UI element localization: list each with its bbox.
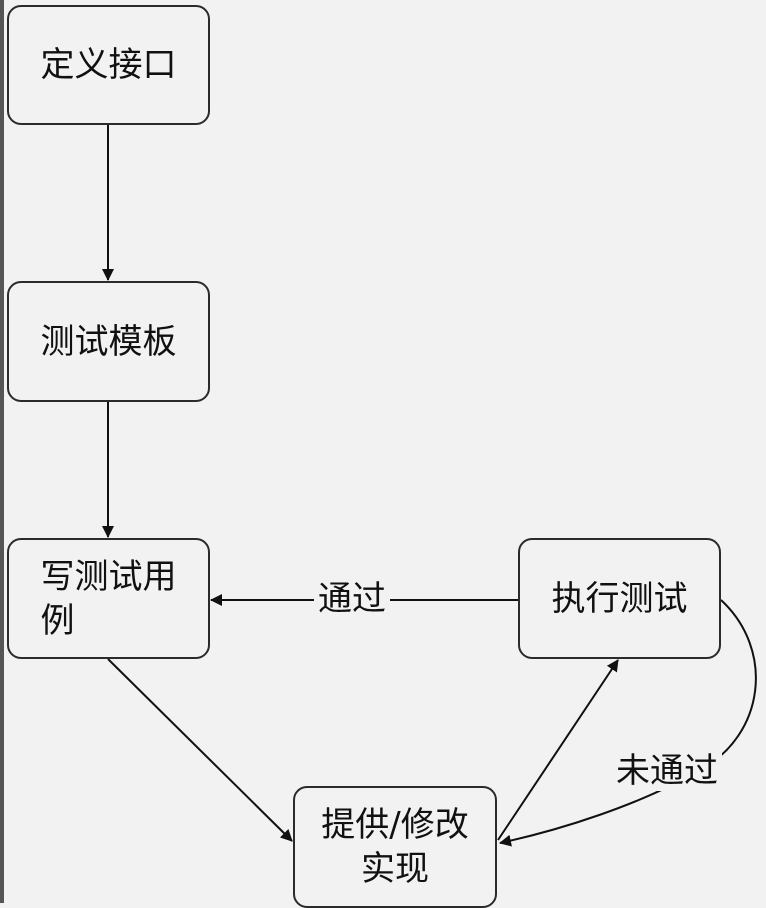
node-test-template: 测试模板 — [7, 281, 210, 402]
left-border — [0, 0, 4, 903]
edge-label-fail: 未通过 — [612, 751, 722, 791]
edge-write-to-impl — [107, 658, 293, 842]
node-run-tests-label: 执行测试 — [551, 578, 688, 619]
node-provide-implementation-line2: 实现 — [361, 849, 429, 889]
node-define-interface: 定义接口 — [7, 5, 210, 125]
node-provide-implementation: 提供/修改 实现 — [293, 786, 497, 908]
node-write-test-cases: 写测试用 例 — [7, 538, 210, 659]
edge-label-pass: 通过 — [314, 579, 390, 619]
node-provide-implementation-line1: 提供/修改 — [321, 805, 469, 845]
node-run-tests: 执行测试 — [518, 538, 721, 659]
edge-impl-to-exec — [497, 659, 619, 841]
node-provide-implementation-text: 提供/修改 实现 — [321, 803, 468, 891]
node-define-interface-label: 定义接口 — [40, 45, 177, 85]
node-write-test-cases-text: 写测试用 例 — [41, 555, 177, 643]
node-test-template-label: 测试模板 — [40, 321, 177, 362]
node-write-test-cases-line2: 例 — [40, 600, 75, 641]
node-write-test-cases-line1: 写测试用 — [40, 556, 177, 597]
